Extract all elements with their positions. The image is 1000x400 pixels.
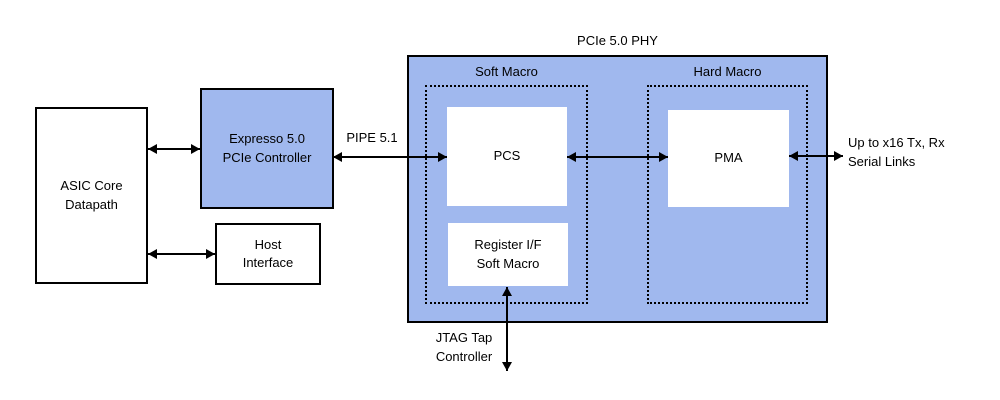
arrow-asic-to-expresso xyxy=(148,144,200,154)
pma-block: PMA xyxy=(668,110,789,207)
serial-links-label: Up to x16 Tx, Rx Serial Links xyxy=(848,135,945,169)
expresso-pcie-controller-block: Expresso 5.0 PCIe Controller xyxy=(200,88,334,209)
soft-macro-label: Soft Macro xyxy=(475,64,538,79)
pcs-block: PCS xyxy=(447,107,567,206)
jtag-tap-controller-label: JTAG Tap Controller xyxy=(435,330,493,364)
host-interface-block: Host Interface xyxy=(215,223,321,285)
hard-macro-label: Hard Macro xyxy=(693,64,762,79)
asic-core-datapath-block: ASIC Core Datapath xyxy=(35,107,148,284)
pipe-interface-label: PIPE 5.1 xyxy=(346,130,398,145)
hard-macro-region xyxy=(647,85,808,304)
pcie-phy-title: PCIe 5.0 PHY xyxy=(577,33,658,48)
arrow-expresso-to-pcs-pipe xyxy=(333,152,447,162)
arrow-pma-to-serial-links xyxy=(789,151,843,161)
arrow-pcs-to-pma xyxy=(567,152,668,162)
arrow-asic-to-host-interface xyxy=(148,249,215,259)
arrow-register-if-to-jtag xyxy=(502,287,512,371)
register-if-block: Register I/F Soft Macro xyxy=(448,223,568,286)
